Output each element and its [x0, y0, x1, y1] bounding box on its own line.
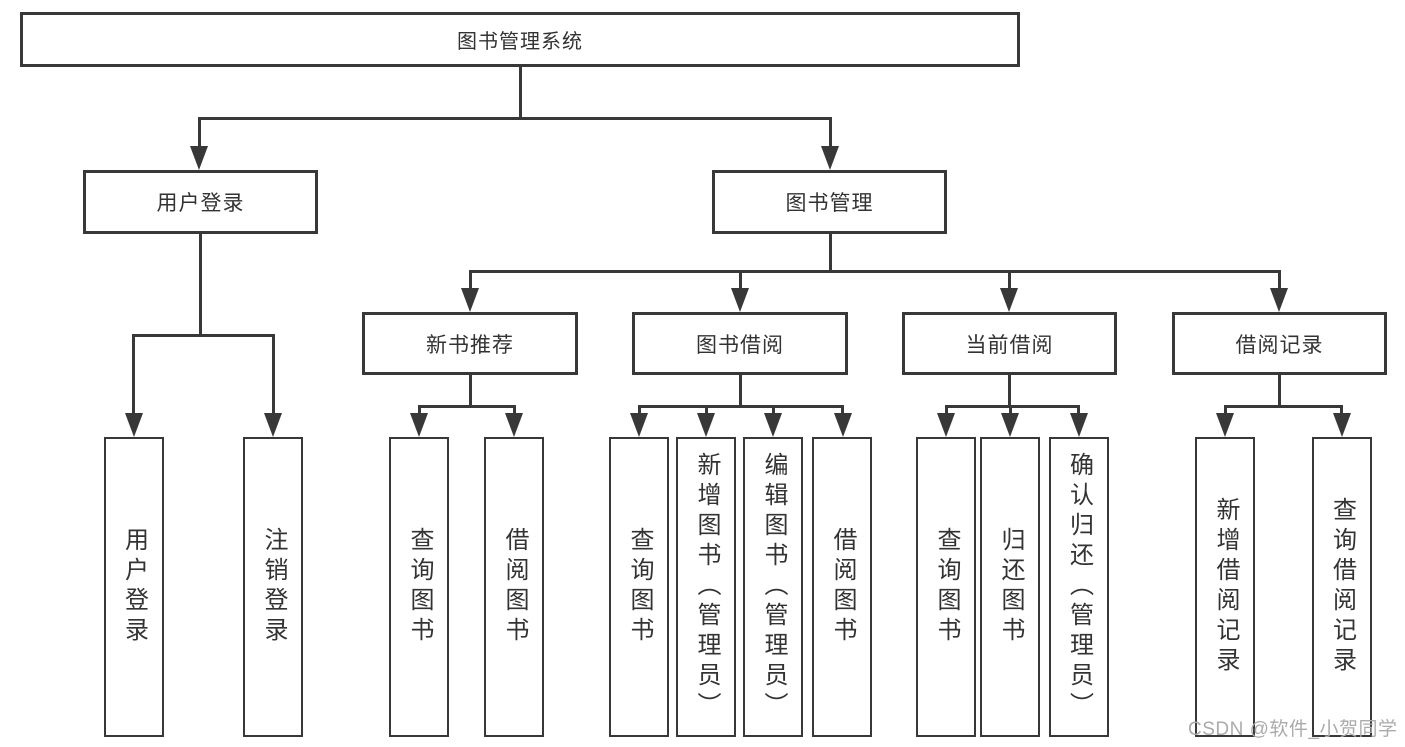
connector-line — [771, 406, 775, 415]
connector-line — [738, 271, 742, 290]
connector-line — [828, 233, 832, 271]
arrowhead-icon — [461, 288, 479, 312]
leaf-label: 查询图书 — [626, 527, 653, 647]
arrowhead-icon — [1270, 288, 1288, 312]
arrowhead-icon — [821, 146, 839, 170]
leaf-query-borrow-record: 查询借阅记录 — [1311, 437, 1372, 737]
arrowhead-icon — [410, 413, 428, 437]
node-borrow-records: 借阅记录 — [1172, 312, 1387, 375]
connector-line — [197, 118, 201, 148]
connector-line — [1008, 406, 1012, 415]
connector-line — [417, 404, 516, 408]
connector-line — [132, 333, 275, 337]
node-label: 借阅记录 — [1235, 333, 1324, 357]
connector-line — [197, 116, 832, 120]
arrowhead-icon — [1069, 413, 1088, 437]
node-book-management: 图书管理 — [712, 170, 947, 234]
connector-line — [271, 335, 275, 415]
arrowhead-icon — [1000, 288, 1018, 312]
node-label: 图书管理 — [785, 192, 874, 215]
leaf-borrow-book-recommend: 借阅图书 — [484, 437, 544, 737]
node-book-borrow: 图书借阅 — [632, 312, 848, 375]
arrowhead-icon — [264, 413, 282, 437]
connector-line — [1277, 271, 1281, 290]
connector-line — [132, 335, 135, 415]
connector-line — [944, 406, 948, 415]
arrowhead-icon — [124, 413, 143, 437]
arrowhead-icon — [630, 413, 648, 437]
leaf-label: 查询图书 — [933, 527, 960, 647]
leaf-label: 新增借阅记录 — [1212, 497, 1239, 677]
node-label: 用户登录 — [156, 192, 245, 215]
arrowhead-icon — [1216, 413, 1234, 437]
node-label: 当前借阅 — [965, 333, 1054, 357]
leaf-label: 新增图书（管理员） — [693, 452, 720, 722]
node-label: 图书管理系统 — [457, 31, 583, 53]
leaf-label: 确认归还（管理员） — [1065, 452, 1093, 722]
leaf-user-login: 用户登录 — [103, 437, 164, 737]
connector-line — [1223, 404, 1343, 408]
connector-line — [828, 118, 832, 148]
connector-line — [738, 375, 742, 406]
node-new-book-recommend: 新书推荐 — [362, 312, 578, 375]
leaf-confirm-return-admin: 确认归还（管理员） — [1048, 437, 1109, 737]
leaf-add-book-admin: 新增图书（管理员） — [676, 437, 736, 737]
node-label: 新书推荐 — [426, 333, 514, 357]
connector-line — [198, 234, 202, 335]
leaf-label: 归还图书 — [997, 527, 1024, 647]
arrowhead-icon — [731, 288, 749, 312]
connector-line — [468, 375, 472, 406]
leaf-return-book: 归还图书 — [980, 437, 1040, 737]
arrowhead-icon — [697, 413, 715, 437]
node-root: 图书管理系统 — [20, 12, 1020, 67]
connector-line — [518, 66, 522, 118]
connector-line — [704, 406, 708, 415]
node-user-login: 用户登录 — [83, 170, 318, 234]
arrowhead-icon — [1001, 413, 1019, 437]
leaf-label: 借阅图书 — [501, 527, 528, 647]
leaf-edit-book-admin: 编辑图书（管理员） — [743, 437, 803, 737]
arrowhead-icon — [505, 413, 523, 437]
leaf-logout: 注销登录 — [243, 437, 303, 737]
leaf-borrow-book: 借阅图书 — [812, 437, 872, 737]
watermark-text: CSDN @软件_小贺同学 — [1188, 719, 1398, 740]
node-label: 图书借阅 — [696, 333, 784, 357]
connector-line — [1340, 406, 1343, 415]
leaf-query-book-borrow: 查询图书 — [609, 437, 669, 737]
connector-line — [1077, 406, 1080, 415]
leaf-label: 查询借阅记录 — [1328, 497, 1356, 677]
connector-line — [841, 406, 844, 415]
leaf-label: 编辑图书（管理员） — [760, 452, 787, 722]
connector-line — [1277, 375, 1281, 406]
connector-line — [417, 406, 421, 415]
arrowhead-icon — [833, 413, 852, 437]
leaf-label: 借阅图书 — [829, 527, 856, 647]
leaf-label: 用户登录 — [120, 527, 148, 647]
leaf-query-book-recommend: 查询图书 — [389, 437, 449, 737]
connector-line — [1007, 271, 1011, 290]
connector-line — [1007, 375, 1011, 406]
arrowhead-icon — [1332, 413, 1351, 437]
connector-line — [468, 271, 472, 290]
connector-line — [944, 404, 1080, 408]
leaf-query-book-current: 查询图书 — [916, 437, 976, 737]
connector-line — [637, 404, 844, 408]
arrowhead-icon — [937, 413, 955, 437]
connector-line — [1223, 406, 1227, 415]
connector-line — [512, 406, 516, 415]
leaf-label: 查询图书 — [406, 527, 433, 647]
connector-line — [468, 269, 1281, 273]
arrowhead-icon — [190, 146, 208, 170]
arrowhead-icon — [764, 413, 782, 437]
connector-line — [637, 406, 641, 415]
node-current-borrow: 当前借阅 — [902, 312, 1117, 375]
leaf-add-borrow-record: 新增借阅记录 — [1195, 437, 1255, 737]
leaf-label: 注销登录 — [260, 527, 287, 647]
